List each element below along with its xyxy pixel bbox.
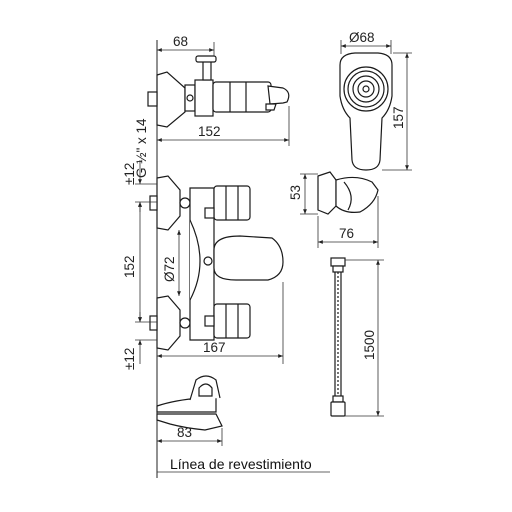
shower-bracket-view xyxy=(156,375,223,431)
dim-holder-height: 53 xyxy=(288,185,303,200)
mixer-front-view xyxy=(149,175,284,351)
caption-text: Línea de revestimiento xyxy=(170,456,312,472)
dim-spout-depth: 68 xyxy=(173,34,188,49)
dim-shower-head-diameter: Ø68 xyxy=(349,30,375,45)
hand-shower-view xyxy=(339,52,393,171)
dim-mixer-depth: 167 xyxy=(203,340,226,355)
dim-thread: G ½" x 14 xyxy=(134,118,149,178)
dim-holder-width: 76 xyxy=(339,226,354,241)
dim-tolerance-bottom: ±12 xyxy=(122,348,137,370)
dim-spout-length: 152 xyxy=(198,124,221,139)
spout-side-view xyxy=(147,55,290,128)
dim-bracket-depth: 83 xyxy=(177,425,192,440)
dim-tolerance-top: ±12 xyxy=(122,163,137,185)
dim-escutcheon-diameter: Ø72 xyxy=(162,256,177,282)
dim-hand-shower-length: 157 xyxy=(391,106,406,129)
dim-hose-length: 1500 xyxy=(362,330,377,360)
shower-hose-view xyxy=(330,257,346,417)
dim-center-distance: 152 xyxy=(122,255,137,278)
shower-holder-view xyxy=(317,171,379,215)
